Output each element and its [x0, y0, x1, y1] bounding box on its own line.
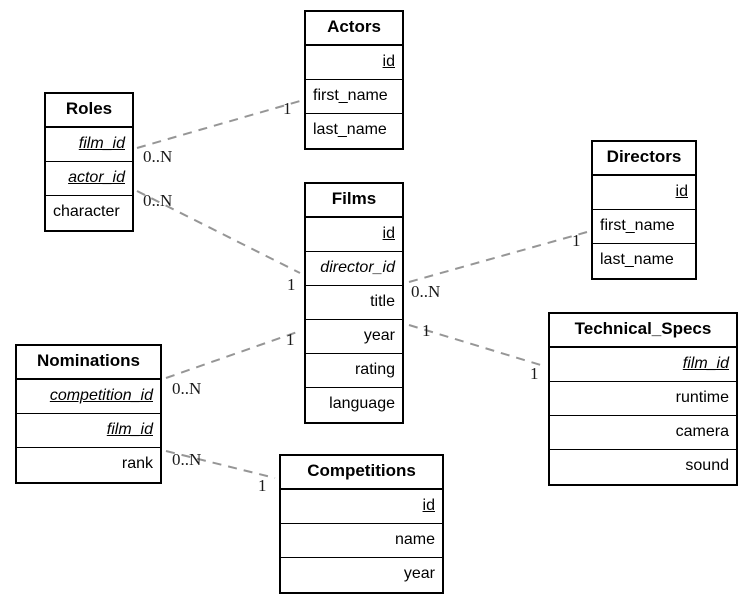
attribute-label: film_id: [106, 421, 153, 438]
attribute-label: last_name: [600, 251, 674, 268]
cardinality-nominations-films-from: 0..N: [172, 379, 202, 398]
attribute-competitions-year[interactable]: year: [281, 558, 442, 592]
attribute-label: title: [370, 293, 395, 310]
attribute-nominations-film_id[interactable]: film_id: [17, 414, 160, 448]
entity-title-nominations: Nominations: [17, 346, 160, 380]
cardinality-nominations-films-to: 1: [286, 330, 295, 349]
attribute-directors-last_name[interactable]: last_name: [593, 244, 695, 278]
cardinality-films-technical-specs-to: 1: [530, 364, 539, 383]
attribute-label: film_id: [78, 135, 125, 152]
attribute-films-director_id[interactable]: director_id: [306, 252, 402, 286]
attribute-label: first_name: [313, 87, 388, 104]
entity-competitions[interactable]: Competitions id name year: [279, 454, 444, 594]
attribute-directors-id[interactable]: id: [593, 176, 695, 210]
attribute-label: year: [363, 327, 395, 344]
cardinality-films-directors-from: 0..N: [411, 282, 441, 301]
attribute-label: character: [53, 203, 120, 220]
attribute-nominations-competition_id[interactable]: competition_id: [17, 380, 160, 414]
attribute-competitions-name[interactable]: name: [281, 524, 442, 558]
attribute-label: sound: [685, 457, 729, 474]
attribute-label: competition_id: [49, 387, 153, 404]
attribute-label: director_id: [320, 259, 395, 276]
attribute-roles-film_id[interactable]: film_id: [46, 128, 132, 162]
cardinality-nominations-competitions-from: 0..N: [172, 450, 202, 469]
attribute-actors-id[interactable]: id: [306, 46, 402, 80]
attribute-label: language: [329, 395, 395, 412]
cardinality-films-technical-specs-from: 1: [422, 321, 431, 340]
attribute-label: name: [394, 531, 435, 548]
attribute-label: first_name: [600, 217, 675, 234]
cardinality-roles-films-to: 1: [287, 275, 296, 294]
attribute-films-rating[interactable]: rating: [306, 354, 402, 388]
attribute-films-year[interactable]: year: [306, 320, 402, 354]
attribute-label: rating: [354, 361, 395, 378]
attribute-label: year: [403, 565, 435, 582]
attribute-label: id: [422, 497, 435, 514]
attribute-films-language[interactable]: language: [306, 388, 402, 422]
attribute-films-id[interactable]: id: [306, 218, 402, 252]
relationship-line-roles-actors: [136, 100, 301, 149]
attribute-technical_specs-camera[interactable]: camera: [550, 416, 736, 450]
attribute-label: actor_id: [68, 169, 125, 186]
entity-roles[interactable]: Roles film_id actor_id character: [44, 92, 134, 232]
attribute-films-title[interactable]: title: [306, 286, 402, 320]
attribute-roles-actor_id[interactable]: actor_id: [46, 162, 132, 196]
entity-title-competitions: Competitions: [281, 456, 442, 490]
attribute-directors-first_name[interactable]: first_name: [593, 210, 695, 244]
attribute-actors-first_name[interactable]: first_name: [306, 80, 402, 114]
attribute-label: id: [675, 183, 688, 200]
attribute-technical_specs-runtime[interactable]: runtime: [550, 382, 736, 416]
entity-title-roles: Roles: [46, 94, 132, 128]
entity-title-technical_specs: Technical_Specs: [550, 314, 736, 348]
attribute-label: id: [382, 53, 395, 70]
attribute-label: id: [382, 225, 395, 242]
entity-title-directors: Directors: [593, 142, 695, 176]
attribute-nominations-rank[interactable]: rank: [17, 448, 160, 482]
attribute-roles-character[interactable]: character: [46, 196, 132, 230]
attribute-label: rank: [121, 455, 153, 472]
attribute-label: camera: [675, 423, 729, 440]
cardinality-roles-films-from: 0..N: [143, 191, 173, 210]
attribute-technical_specs-film_id[interactable]: film_id: [550, 348, 736, 382]
relationship-line-nominations-films: [165, 330, 301, 379]
attribute-competitions-id[interactable]: id: [281, 490, 442, 524]
entity-title-films: Films: [306, 184, 402, 218]
cardinality-roles-actors-from: 0..N: [143, 147, 173, 166]
relationship-line-films-directors: [408, 231, 588, 283]
cardinality-roles-actors-to: 1: [283, 99, 292, 118]
attribute-label: runtime: [675, 389, 729, 406]
attribute-actors-last_name[interactable]: last_name: [306, 114, 402, 148]
cardinality-films-directors-to: 1: [572, 231, 581, 250]
attribute-label: last_name: [313, 121, 387, 138]
entity-actors[interactable]: Actors id first_name last_name: [304, 10, 404, 150]
attribute-label: film_id: [682, 355, 729, 372]
cardinality-nominations-competitions-to: 1: [258, 476, 267, 495]
entity-title-actors: Actors: [306, 12, 402, 46]
attribute-technical_specs-sound[interactable]: sound: [550, 450, 736, 484]
